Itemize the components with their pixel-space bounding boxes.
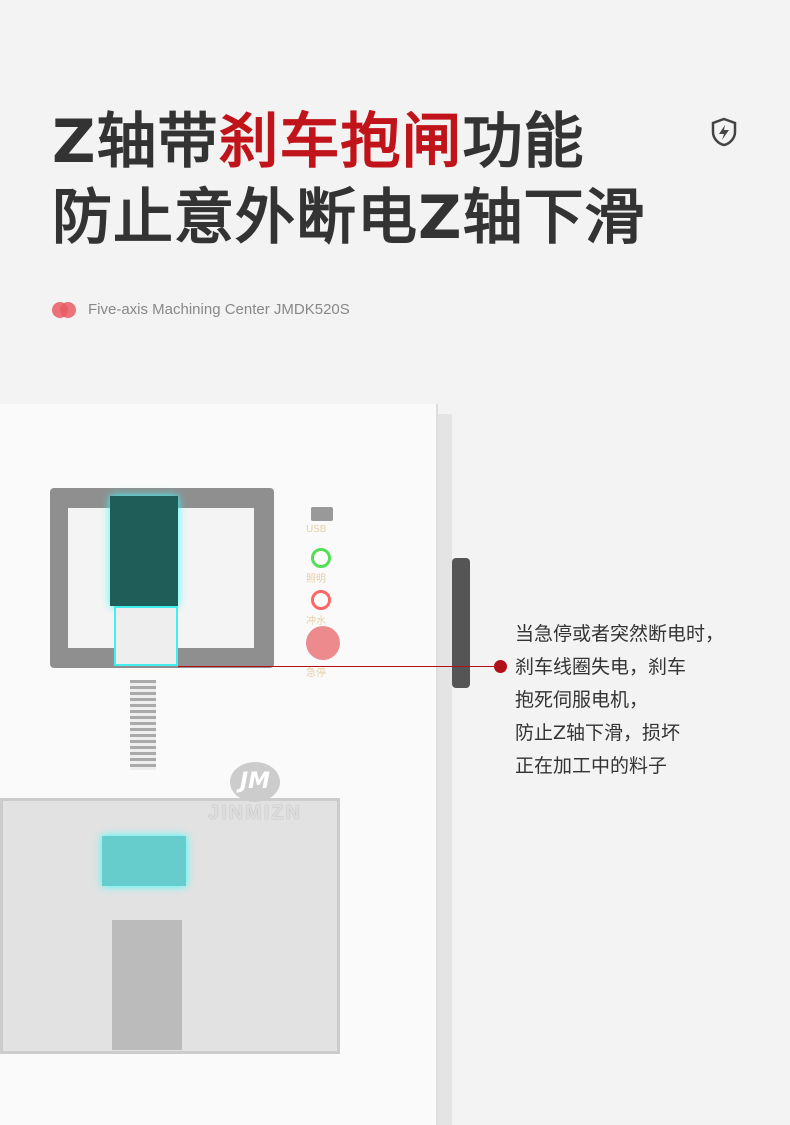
headline-line-2: 防止意外断电Z轴下滑: [52, 183, 646, 253]
callout-line: [178, 666, 500, 667]
headline-text: Z轴带: [52, 107, 219, 177]
chuck: [112, 920, 182, 1050]
brake-module: [114, 606, 178, 666]
shield-lightning-icon: [711, 117, 737, 147]
brand-logo: JM JINMIZN: [190, 762, 320, 825]
circles-icon: [52, 301, 76, 318]
usb-label: USB: [306, 524, 327, 535]
machine-door-handle: [452, 558, 470, 688]
subtitle: Five-axis Machining Center JMDK520S: [52, 301, 350, 318]
callout-line-text: 刹车线圈失电，刹车: [515, 656, 687, 678]
headline-highlight: 刹车抱闸: [218, 107, 463, 177]
callout-line-text: 抱死伺服电机，: [515, 689, 649, 711]
callout-text: 当急停或者突然断电时， 刹车线圈失电，刹车 抱死伺服电机， 防止Z轴下滑，损坏 …: [515, 618, 724, 783]
logo-word: JINMIZN: [208, 802, 302, 824]
usb-port-icon: [311, 507, 333, 521]
flush-label: 冲水: [306, 616, 326, 627]
z-axis-motor: [110, 496, 178, 606]
callout-line-text: 正在加工中的料子: [515, 755, 668, 777]
spindle-head: [102, 836, 186, 886]
callout-line-text: 当急停或者突然断电时，: [515, 623, 725, 645]
machine-side: [438, 414, 452, 1125]
ball-screw: [130, 680, 156, 770]
emergency-stop-button: [306, 626, 340, 660]
logo-mark: JM: [230, 762, 280, 802]
headline-text: 功能: [462, 107, 585, 177]
flush-button: [311, 590, 331, 610]
light-label: 照明: [306, 574, 326, 585]
callout-line-text: 防止Z轴下滑，损坏: [515, 722, 681, 744]
estop-label: 急停: [306, 668, 326, 679]
callout-dot: [494, 660, 507, 673]
subtitle-text: Five-axis Machining Center JMDK520S: [88, 301, 350, 318]
headline-line-1: Z轴带刹车抱闸功能: [52, 112, 585, 172]
light-button: [311, 548, 331, 568]
